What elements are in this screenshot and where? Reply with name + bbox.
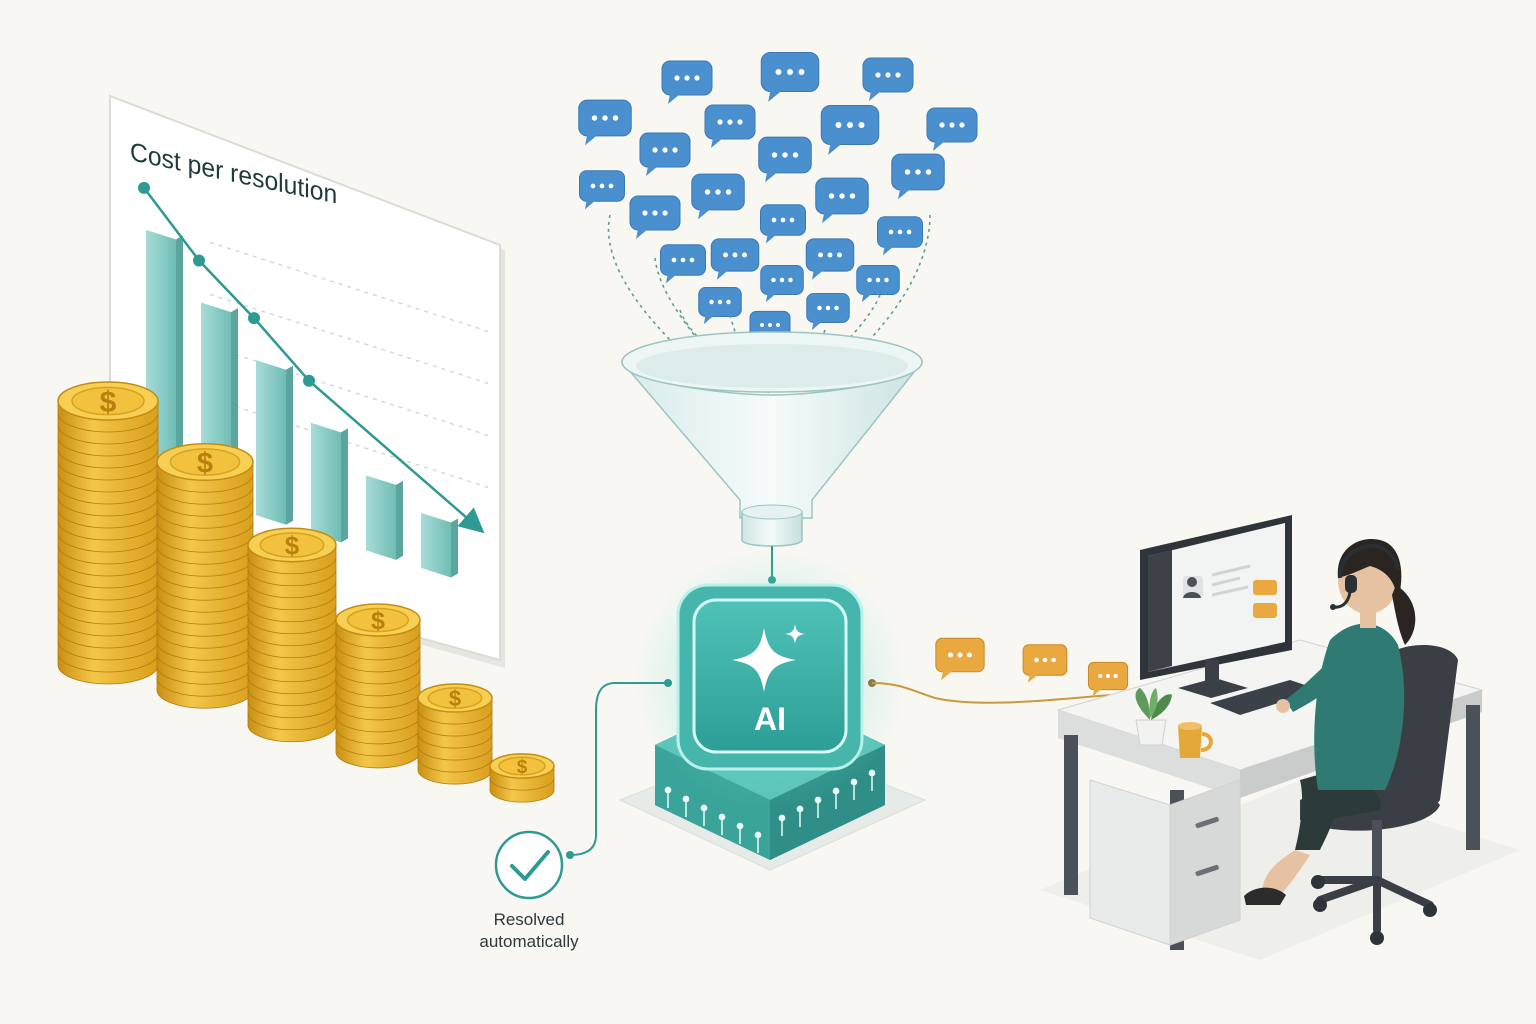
coin-stack: $	[490, 754, 554, 802]
dollar-icon: $	[517, 757, 528, 778]
chart-bar-side	[451, 519, 458, 578]
chat-bubble-icon	[580, 171, 625, 210]
chat-bubble-icon	[761, 205, 806, 244]
resolved-label-line1: Resolved	[494, 910, 565, 929]
chat-bubble-icon	[761, 266, 804, 303]
chat-bubble-icon	[759, 137, 812, 182]
pin-dot	[665, 787, 670, 792]
trend-point	[138, 182, 150, 194]
check-icon	[496, 832, 562, 898]
chat-bubble-icon	[857, 266, 900, 303]
chat-bubble-icon	[927, 108, 977, 151]
handoff-to-agent	[872, 638, 1128, 703]
chart-bar-side	[286, 366, 293, 525]
incoming-messages	[579, 52, 977, 345]
trend-point	[248, 312, 260, 324]
chart-bar	[311, 423, 341, 543]
chat-bubble-icon	[705, 105, 755, 148]
chat-bubble-icon	[579, 100, 632, 145]
chat-bubble-icon	[699, 288, 742, 325]
trend-point	[193, 255, 205, 267]
chat-bubble-icon	[640, 133, 690, 176]
chat-bubble-icon	[630, 196, 680, 239]
chat-bubble-icon	[878, 217, 923, 256]
dollar-icon: $	[197, 448, 213, 480]
chart-bar-side	[396, 481, 403, 560]
chat-bubble-icon	[816, 178, 869, 223]
resolved-automatically: Resolved automatically	[479, 683, 668, 951]
chat-bubble-icon	[806, 239, 854, 280]
chat-bubble-icon	[863, 58, 913, 101]
human-agent-desk	[1040, 515, 1520, 960]
chat-bubble-icon	[761, 52, 819, 101]
chart-bar	[421, 513, 451, 578]
pin-dot	[779, 815, 784, 820]
pin-dot	[797, 806, 802, 811]
coin-stack: $	[248, 528, 336, 741]
pin-dot	[701, 805, 706, 810]
chat-bubble-icon	[821, 105, 879, 154]
chart-bar	[366, 475, 396, 560]
pin-dot	[683, 796, 688, 801]
pin-dot	[755, 832, 760, 837]
resolved-label-line2: automatically	[479, 932, 579, 951]
coin-stack: $	[418, 684, 492, 784]
chat-bubble-icon	[661, 245, 706, 284]
chat-bubble-icon	[892, 154, 945, 199]
chart-bar-side	[341, 428, 348, 542]
ai-module: AI	[620, 550, 925, 870]
dollar-icon: $	[285, 531, 300, 561]
ai-label: AI	[754, 701, 786, 737]
dollar-icon: $	[100, 386, 117, 419]
chat-bubble-icon	[711, 239, 759, 280]
coin-stack: $	[58, 382, 158, 684]
pin-dot	[737, 823, 742, 828]
coin-stack: $	[157, 444, 253, 708]
dollar-icon: $	[449, 686, 461, 711]
pin-dot	[719, 814, 724, 819]
chat-bubble-icon	[692, 174, 745, 219]
chart-bar	[256, 360, 286, 525]
trend-point	[303, 375, 315, 387]
chat-bubble-icon	[807, 294, 850, 331]
pin-dot	[869, 770, 874, 775]
handoff-bubble-icon	[936, 638, 984, 680]
funnel	[622, 332, 922, 585]
chat-bubble-icon	[662, 61, 712, 104]
dollar-icon: $	[371, 607, 385, 635]
handoff-bubble-icon	[1023, 645, 1067, 683]
coin-stack: $	[336, 604, 420, 768]
